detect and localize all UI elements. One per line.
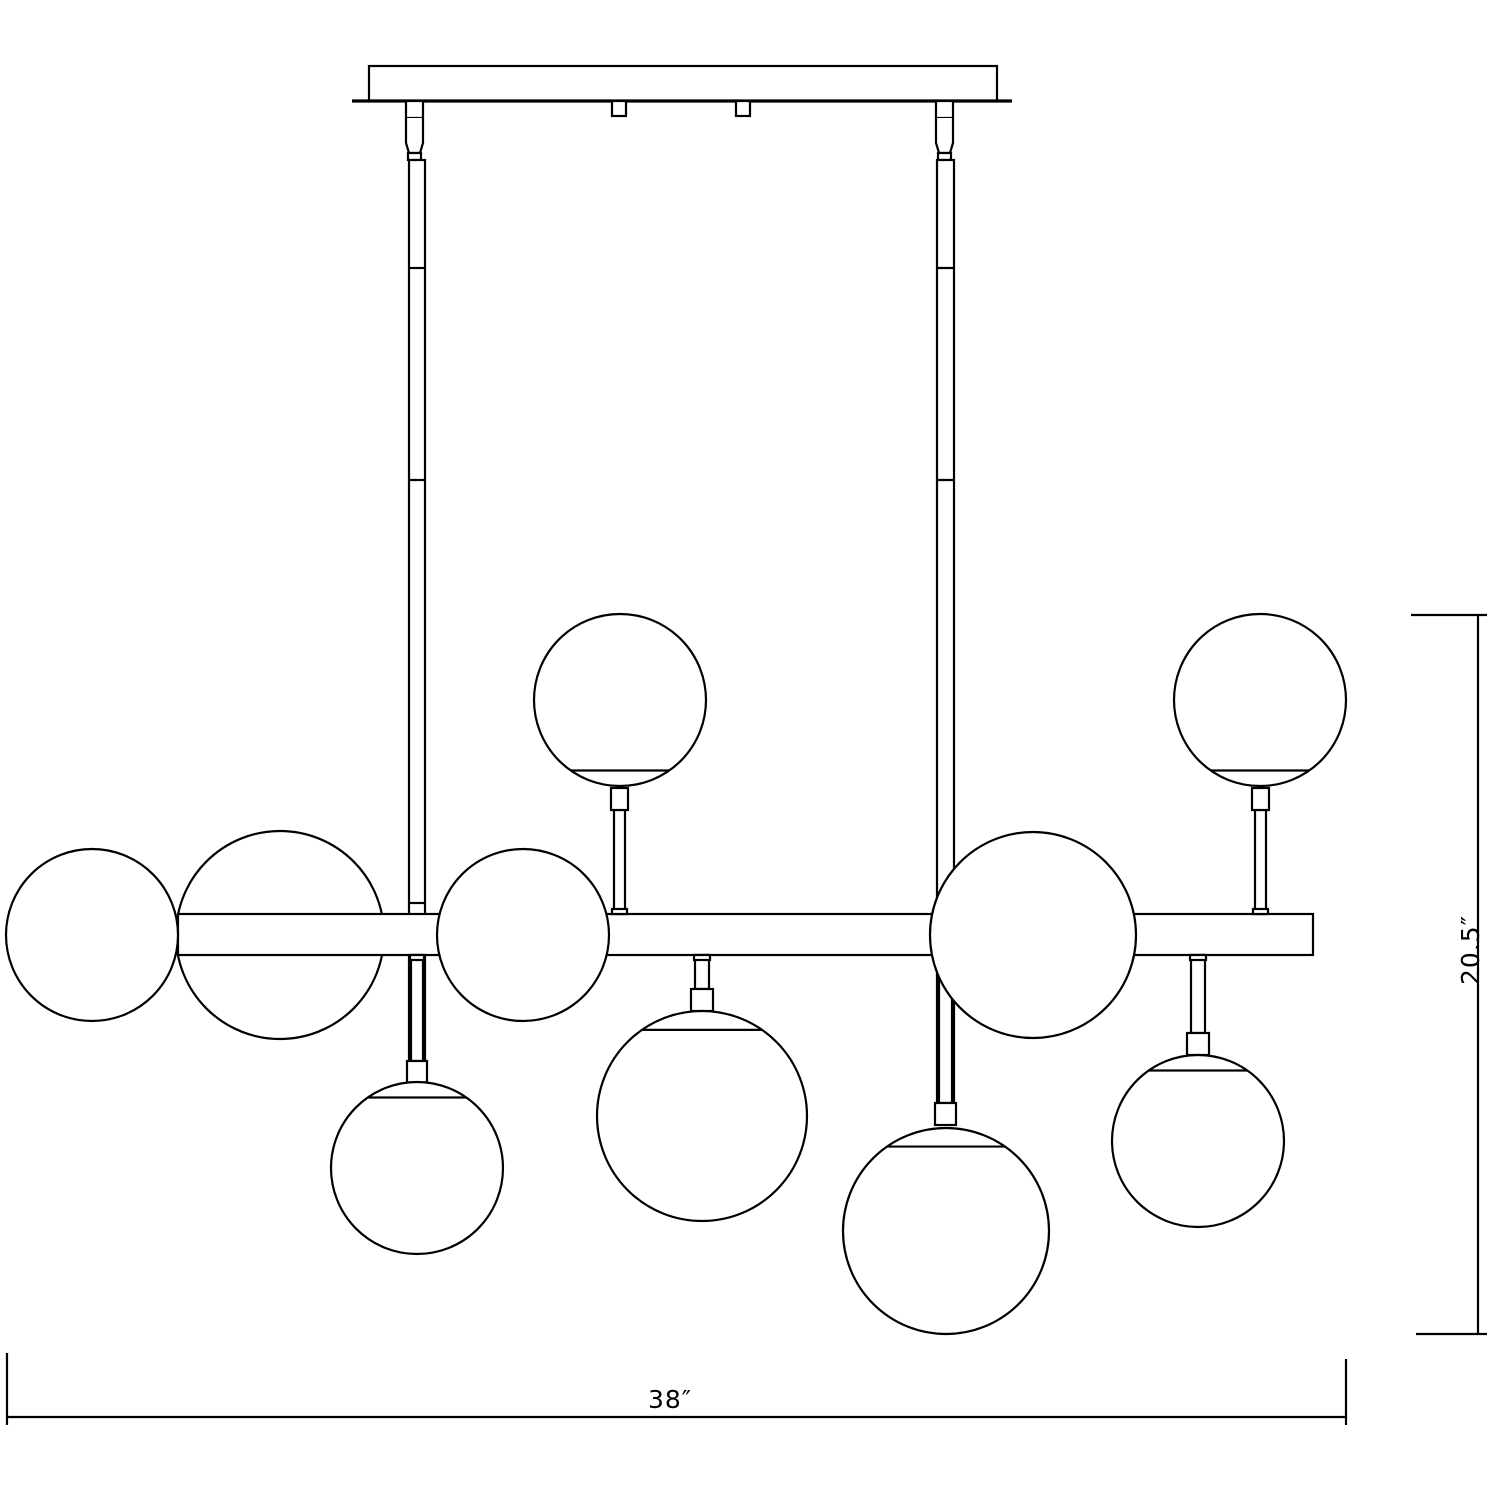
globe-shade [329, 1080, 505, 1256]
globe-shade [841, 1126, 1051, 1336]
stem-base-ring [1251, 907, 1270, 916]
globe-shade [435, 847, 611, 1023]
height-dimension-label: 20.5″ [1456, 914, 1485, 985]
rod-connector-top [934, 99, 955, 120]
globe-stem [1189, 953, 1207, 1035]
globes-front [4, 612, 1348, 1336]
globe-collar [689, 987, 715, 1013]
canopy-plate [367, 64, 999, 103]
globe-lower-center [595, 1009, 809, 1223]
globe-shade [1110, 1053, 1286, 1229]
globe-shade [595, 1009, 809, 1223]
rod-connector-top [404, 99, 425, 120]
width-dimension-label: 38″ [648, 1385, 693, 1414]
globe-shade [532, 612, 708, 788]
rod-connector-body [934, 118, 955, 155]
globe-stem [1253, 808, 1268, 916]
crossbar-body [176, 912, 1315, 957]
globe-lower-right [1110, 1053, 1286, 1229]
rod-connector-body [404, 118, 425, 155]
globe-bar-center-right [928, 830, 1138, 1040]
stem-base-ring [1188, 953, 1208, 962]
canopy-stud [734, 99, 752, 118]
stem-base-ring [692, 953, 712, 962]
globe-stem [612, 808, 627, 916]
globe-lower-center-right [841, 1126, 1051, 1336]
globe-collar [1250, 786, 1271, 812]
canopy-stud [610, 99, 628, 118]
globe-collar [1185, 1031, 1211, 1057]
dimension-lines [5, 613, 1487, 1425]
globe-collar [609, 786, 630, 812]
globe-shade [1172, 612, 1348, 788]
globe-shade [4, 847, 180, 1023]
ceiling-canopy [352, 64, 1012, 118]
stem-base-ring [610, 907, 629, 916]
globe-upper-left [532, 612, 708, 788]
stem-base-ring [408, 953, 426, 962]
globe-collar [405, 1059, 429, 1085]
globe-bar-far-left [4, 847, 180, 1023]
globe-collar [933, 1101, 958, 1127]
globe-shade [928, 830, 1138, 1040]
crossbar [176, 912, 1315, 957]
globe-stem [409, 953, 425, 1063]
globe-bar-center-left [435, 847, 611, 1023]
globe-upper-right [1172, 612, 1348, 788]
globe-lower-left [329, 1080, 505, 1256]
